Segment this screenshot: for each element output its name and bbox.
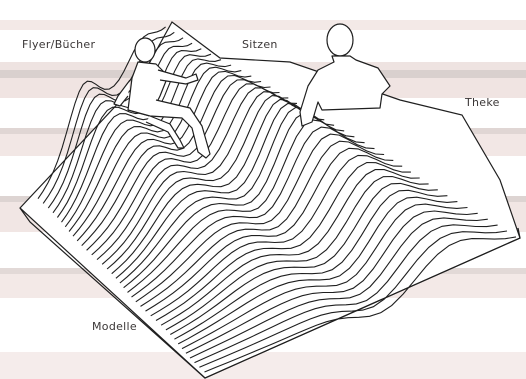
label-sitzen: Sitzen bbox=[242, 38, 278, 51]
label-modelle: Modelle bbox=[92, 320, 137, 333]
label-flyer-buecher: Flyer/Bücher bbox=[22, 38, 95, 51]
label-theke: Theke bbox=[465, 96, 500, 109]
